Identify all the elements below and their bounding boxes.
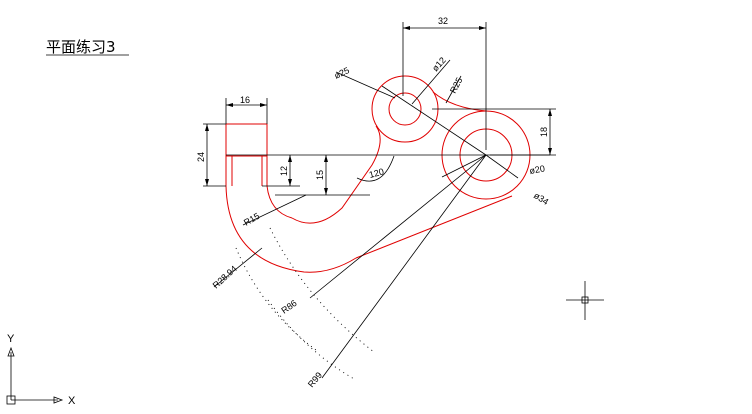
dim-label-120: 120 bbox=[368, 166, 385, 180]
ucs-y-label: Y bbox=[7, 333, 15, 345]
construction-lines bbox=[203, 22, 556, 379]
dim-label-r99: R99 bbox=[306, 370, 324, 389]
arrowhead bbox=[324, 155, 328, 162]
dim-label-phi12: ø12 bbox=[430, 55, 448, 73]
dim-label-r25: R25 bbox=[448, 76, 465, 95]
dimension-lines bbox=[205, 26, 552, 195]
arc-r25-connector bbox=[432, 91, 487, 112]
dim-label-24: 24 bbox=[196, 152, 206, 162]
leader-r25 bbox=[445, 75, 462, 104]
ucs-x-arrowhead bbox=[53, 396, 64, 404]
leader-phi25 bbox=[335, 71, 396, 99]
arrowhead bbox=[226, 103, 233, 107]
ucs-x-label: X bbox=[68, 395, 76, 407]
radial-line-r99 bbox=[321, 154, 487, 379]
arrowhead bbox=[548, 109, 552, 116]
radial-line-r86 bbox=[309, 154, 487, 299]
radial-line-to-small-circle bbox=[381, 85, 487, 156]
dim-label-r2894: R28.94 bbox=[211, 264, 239, 291]
arrowhead bbox=[205, 124, 209, 131]
arc-r15-inner bbox=[266, 185, 293, 219]
dim-label-r86: R86 bbox=[279, 298, 298, 316]
radial-line-phi20 bbox=[441, 154, 487, 178]
dim-label-15: 15 bbox=[315, 170, 325, 180]
arrowhead bbox=[260, 103, 267, 107]
arrowhead bbox=[403, 26, 410, 30]
dim-label-32: 32 bbox=[438, 16, 448, 26]
crosshair-cursor-icon bbox=[566, 281, 604, 320]
arrowhead bbox=[548, 148, 552, 155]
radial-line-phi34 bbox=[485, 154, 519, 179]
dim-label-16: 16 bbox=[240, 95, 250, 105]
dotted-arc-r86 bbox=[269, 227, 375, 353]
crosshair-pickbox bbox=[581, 296, 589, 304]
dim-label-phi25: ø25 bbox=[333, 65, 351, 81]
dim-label-12: 12 bbox=[279, 166, 289, 176]
hook-rectangle-inner bbox=[231, 155, 263, 186]
leader-r2894 bbox=[213, 247, 263, 288]
ucs-y-arrowhead bbox=[7, 346, 15, 357]
dim-label-phi34: ø34 bbox=[532, 190, 550, 207]
arrowhead bbox=[479, 26, 486, 30]
arrowhead bbox=[324, 188, 328, 195]
arrowhead bbox=[288, 155, 292, 162]
drawing-title-text: 平面练习3 bbox=[46, 38, 116, 56]
dimension-labels: 32 16 24 12 15 18 ø12 ø25 R25 120 ø20 ø3… bbox=[196, 16, 550, 389]
leader-phi12 bbox=[411, 59, 451, 105]
drawing-title: 平面练习3 bbox=[46, 38, 129, 56]
connector-left-arm bbox=[291, 125, 381, 224]
leader-r15 bbox=[242, 194, 307, 226]
dotted-arc-r99 bbox=[267, 299, 357, 381]
dotted-construction-arcs bbox=[235, 227, 375, 381]
ucs-origin-box bbox=[6, 395, 16, 405]
arrowhead bbox=[205, 179, 209, 186]
arrowhead bbox=[288, 179, 292, 186]
dim-label-phi20: ø20 bbox=[529, 163, 546, 176]
dotted-arc-r2894 bbox=[235, 247, 317, 351]
tangent-line-lower bbox=[355, 195, 513, 259]
arc-r2894-outer bbox=[225, 185, 357, 273]
ucs-axis-icon: Y X bbox=[6, 333, 76, 407]
dim-label-18: 18 bbox=[539, 127, 549, 137]
angle-arc-120 bbox=[356, 155, 395, 182]
circle-phi12-inner bbox=[388, 92, 422, 126]
dim-label-r15: R15 bbox=[242, 211, 261, 228]
